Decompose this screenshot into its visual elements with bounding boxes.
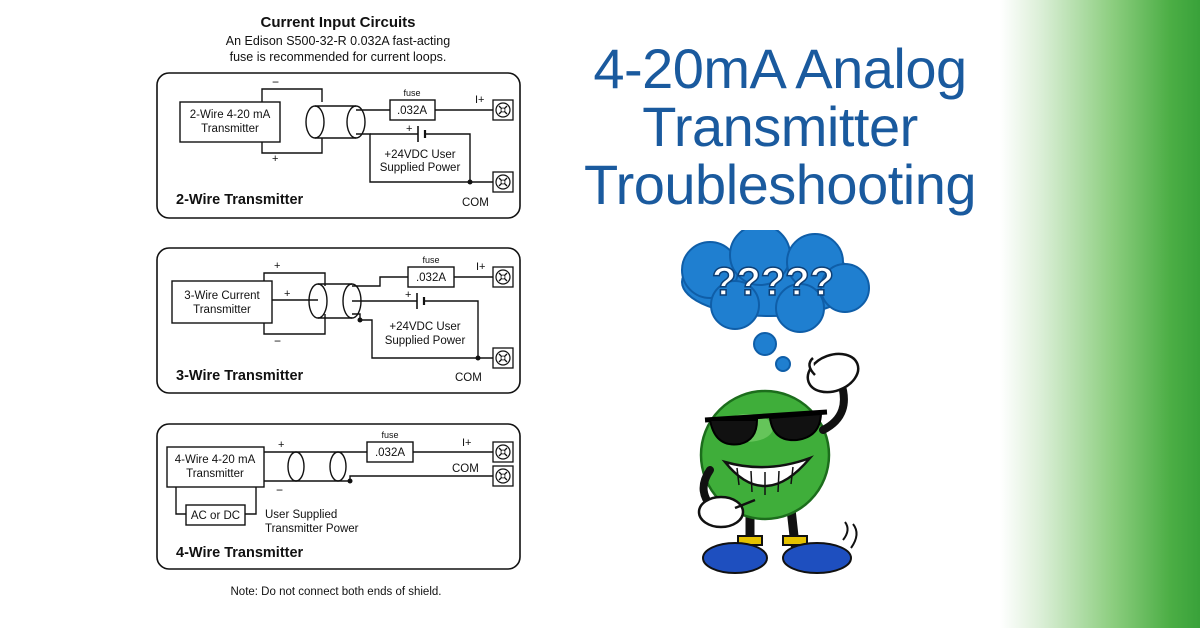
three-wire-terminal-com-label: COM xyxy=(455,372,482,384)
two-wire-terminal-in-label: I+ xyxy=(475,94,484,106)
three-wire-fuse-label: fuse xyxy=(422,255,439,265)
panel-four-wire-frame xyxy=(156,423,521,570)
four-wire-fuse-value: .032A xyxy=(375,447,405,459)
green-gradient-band xyxy=(1000,0,1200,628)
four-wire-terminal-in xyxy=(492,441,514,463)
four-wire-terminal-com xyxy=(492,465,514,487)
four-wire-source-box xyxy=(185,504,246,526)
four-wire-power-line2: Transmitter Power xyxy=(265,523,359,535)
two-wire-fuse-value: .032A xyxy=(397,105,427,117)
mascot-gloves-icon xyxy=(697,352,860,529)
thought-question-marks: ????? xyxy=(712,260,834,304)
thought-cloud-icon xyxy=(681,230,870,372)
three-wire-battery-plus: + xyxy=(405,289,411,301)
three-wire-terminal-com xyxy=(492,347,514,369)
four-wire-fuse-label: fuse xyxy=(381,430,398,440)
figure-subtitle-line1: An Edison S500-32-R 0.032A fast-acting xyxy=(226,34,450,48)
four-wire-minus-sign: − xyxy=(276,483,283,497)
two-wire-device-box xyxy=(179,101,281,143)
four-wire-power-line1: User Supplied xyxy=(265,509,337,521)
headline-line2: Transmitter xyxy=(642,95,918,158)
panel-three-wire xyxy=(156,247,521,394)
two-wire-battery-plus: + xyxy=(406,123,412,135)
mascot-shoes-icon xyxy=(702,535,852,574)
four-wire-panel-label: 4-Wire Transmitter xyxy=(176,545,304,561)
figure-title: Current Input Circuits xyxy=(260,14,415,31)
panel-two-wire xyxy=(156,72,521,219)
two-wire-power-line2: Supplied Power xyxy=(380,162,461,174)
two-wire-panel-label: 2-Wire Transmitter xyxy=(176,192,304,208)
three-wire-plus-mid: + xyxy=(284,288,290,300)
two-wire-plus-sign: + xyxy=(272,153,278,165)
two-wire-fuse-label: fuse xyxy=(403,88,420,98)
four-wire-terminal-in-label: I+ xyxy=(462,437,471,449)
three-wire-device-line2: Transmitter xyxy=(193,304,251,316)
four-wire-device-line1: 4-Wire 4-20 mA xyxy=(175,454,256,466)
four-wire-device-line2: Transmitter xyxy=(186,468,244,480)
two-wire-power-line1: +24VDC User xyxy=(384,149,455,161)
four-wire-device-box xyxy=(166,446,265,488)
three-wire-terminal-in xyxy=(492,266,514,288)
three-wire-device-box xyxy=(171,280,273,324)
figure-subtitle-line2: fuse is recommended for current loops. xyxy=(230,50,447,64)
panel-two-wire-frame xyxy=(156,72,521,219)
confused-mascot-illustration: ????? xyxy=(681,230,870,574)
two-wire-device-line2: Transmitter xyxy=(201,123,259,135)
four-wire-source-label: AC or DC xyxy=(191,510,240,522)
three-wire-panel-label: 3-Wire Transmitter xyxy=(176,368,304,384)
motion-lines-icon xyxy=(842,521,858,549)
three-wire-plus-top: + xyxy=(274,260,280,272)
four-wire-plus-sign: + xyxy=(278,439,284,451)
mascot-grin xyxy=(721,455,814,495)
three-wire-power-line2: Supplied Power xyxy=(385,335,466,347)
four-wire-terminal-com-label: COM xyxy=(452,463,479,475)
three-wire-device-line1: 3-Wire Current xyxy=(184,290,260,302)
two-wire-device-line1: 2-Wire 4-20 mA xyxy=(190,109,271,121)
three-wire-terminal-in-label: I+ xyxy=(476,261,485,273)
current-input-circuits-diagram: Current Input Circuits An Edison S500-32… xyxy=(156,14,521,598)
two-wire-terminal-in xyxy=(492,99,514,121)
three-wire-minus-sign: − xyxy=(274,334,281,348)
figure-note: Note: Do not connect both ends of shield… xyxy=(231,586,442,598)
two-wire-minus-sign: − xyxy=(272,75,279,89)
sunglasses-icon xyxy=(704,409,828,446)
three-wire-fuse-value: .032A xyxy=(416,272,446,284)
two-wire-terminal-com-label: COM xyxy=(462,197,489,209)
headline-line1: 4-20mA Analog xyxy=(593,37,967,100)
two-wire-terminal-com xyxy=(492,171,514,193)
headline: 4-20mA Analog Transmitter Troubleshootin… xyxy=(560,40,1000,214)
three-wire-power-line1: +24VDC User xyxy=(389,321,460,333)
panel-three-wire-frame xyxy=(156,247,521,394)
headline-line3: Troubleshooting xyxy=(583,153,977,216)
